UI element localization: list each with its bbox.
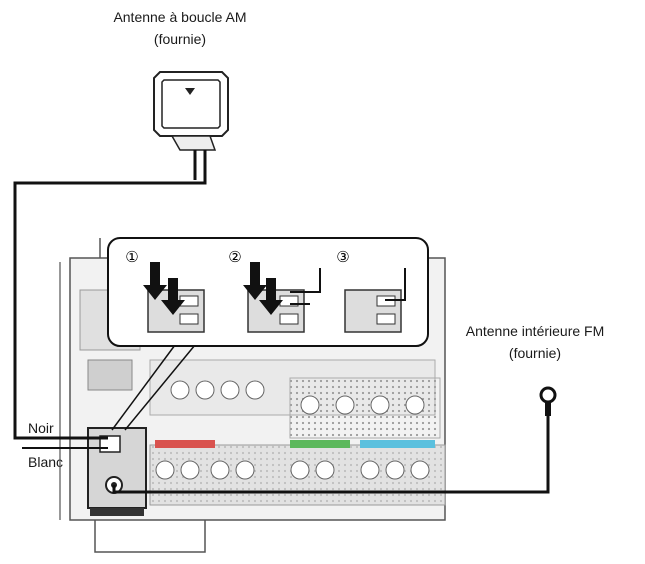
am-loop-antenna-title: Antenne à boucle AM	[113, 9, 247, 25]
step-1-terminal	[143, 262, 205, 333]
fm-indoor-antenna-supplied: (fournie)	[508, 345, 562, 361]
surround-speaker-tag	[360, 440, 435, 448]
wire-label-white: Blanc	[28, 454, 64, 470]
am-antenna-wire	[13, 150, 207, 440]
step-3-terminal	[344, 268, 406, 333]
step-1-number: ①	[125, 248, 138, 266]
front-speaker-tag	[155, 440, 215, 448]
terminal-zoom-callout: ① ② ③	[107, 237, 429, 431]
press-arrow-icon	[259, 278, 283, 315]
am-loop-antenna	[153, 71, 229, 151]
am-loop-antenna-supplied: (fournie)	[153, 31, 207, 47]
step-2-number: ②	[228, 248, 241, 266]
press-arrow-icon	[243, 262, 267, 300]
wire-label-black: Noir	[28, 420, 54, 436]
center-speaker-tag	[290, 440, 350, 448]
step-3-number: ③	[336, 248, 349, 266]
press-arrow-icon	[143, 262, 167, 300]
fm-indoor-antenna-title: Antenne intérieure FM	[465, 323, 605, 339]
step-2-terminal	[243, 262, 321, 333]
fm-indoor-antenna	[112, 386, 557, 494]
fm-antenna-wire	[112, 416, 550, 494]
press-arrow-icon	[161, 278, 185, 315]
